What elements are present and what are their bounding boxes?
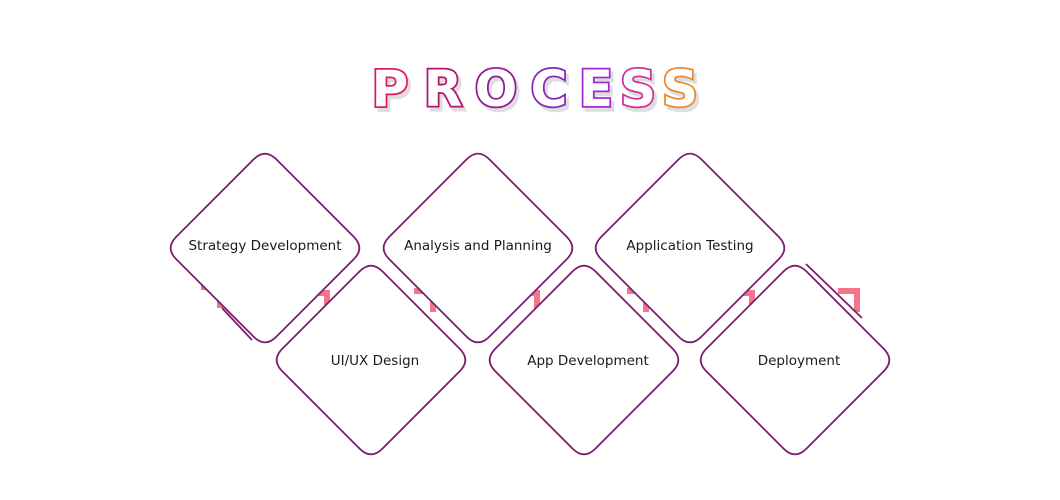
title-letter-shadow: R (427, 64, 466, 122)
step-diamond (275, 264, 467, 456)
step-label: Deployment (758, 353, 841, 369)
step-label: Strategy Development (188, 238, 341, 254)
title-letter: R (424, 60, 463, 118)
title-letter-shadow: E (582, 64, 616, 122)
step-label: UI/UX Design (331, 353, 419, 369)
step-diamond (169, 152, 361, 344)
step-diamond (382, 152, 574, 344)
process-step: Application Testing (594, 152, 786, 344)
step-diamond (488, 264, 680, 456)
title-letter: O (475, 60, 518, 118)
title-letter-shadow: P (375, 64, 412, 122)
title-letter: E (579, 60, 613, 118)
connector-line-end (805, 263, 863, 319)
title-letter-shadow: S (623, 64, 659, 122)
title-letter: P (372, 60, 409, 118)
process-step: Analysis and Planning (382, 152, 574, 344)
title-letter: C (531, 60, 568, 118)
step-label: Analysis and Planning (404, 238, 552, 254)
title-letter: S (620, 60, 656, 118)
process-step: Strategy Development (169, 152, 361, 344)
process-step: UI/UX Design (275, 264, 467, 456)
title-letter: S (662, 60, 698, 118)
process-step: Deployment (699, 264, 891, 456)
step-label: App Development (527, 353, 649, 369)
process-step: App Development (488, 264, 680, 456)
connector-line-start (221, 307, 253, 341)
step-diamond (699, 264, 891, 456)
step-diamond (594, 152, 786, 344)
title-letter-shadow: O (478, 64, 521, 122)
title-letter-shadow: C (534, 64, 571, 122)
step-label: Application Testing (626, 238, 753, 254)
title-letter-shadow: S (665, 64, 701, 122)
connector-accent (838, 288, 860, 312)
